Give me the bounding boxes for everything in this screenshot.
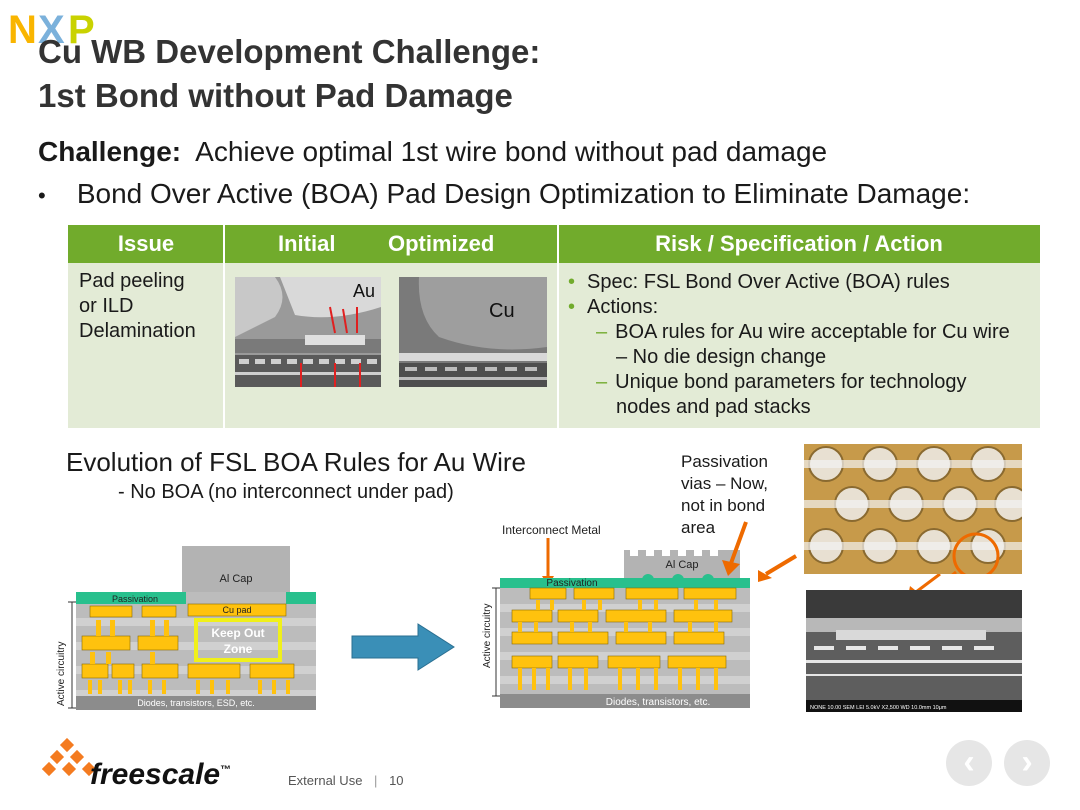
images-cell: Au Cu [224,263,558,428]
main-bullet: • Bond Over Active (BOA) Pad Design Opti… [38,177,970,213]
page-number: 10 [389,773,404,788]
slide-title-line2: 1st Bond without Pad Damage [38,77,513,114]
table-divider [223,225,225,428]
risk-dash-2: –Unique bond parameters for technology [596,371,967,393]
evolution-subtitle: - No BOA (no interconnect under pad) [118,481,454,503]
challenge-label: Challenge: [38,136,182,167]
issue-cell: Pad peeling or ILD Delamination [68,263,224,428]
issue-line1: Pad peeling [79,270,185,292]
risk-bullet-spec: •Spec: FSL Bond Over Active (BOA) rules [568,271,950,293]
interconnect-label: Interconnect Metal [502,523,601,537]
au-label: Au [353,281,375,301]
cu-pad-label: Cu pad [222,605,251,615]
sem-footer-label: NONE 10.00 SEM LEI 5.0kV X2,500 WD 10.0m… [810,705,947,711]
risk-dash-2-cont: nodes and pad stacks [616,396,811,418]
no-boa-cross-section-diagram: Al Cap Passivation Cu pad Keep Out Zone … [56,546,316,710]
right-al-cap-label: Al Cap [665,559,698,571]
header-risk: Risk / Specification / Action [558,225,1040,263]
prev-slide-button[interactable]: ‹ [946,740,992,786]
passivation-label: Passivation [112,594,158,604]
logo-letter-n: N [8,8,37,52]
challenge-table: Issue Initial Optimized Risk / Specifica… [68,225,1040,428]
table-divider [557,225,559,428]
slide-title-line1: Cu WB Development Challenge: [38,33,541,70]
header-initial: Initial [278,231,336,256]
challenge-line: Challenge: Achieve optimal 1st wire bond… [38,135,827,169]
logo-letter-x: X [38,8,65,52]
bullet-text: Bond Over Active (BOA) Pad Design Optimi… [76,178,971,209]
header-issue: Issue [68,225,224,263]
right-active-label: Active circuitry [482,604,493,668]
bullet-marker: • [38,183,46,208]
freescale-wordmark: freescale™ [90,758,232,791]
risk-bullet-actions: •Actions: [568,296,659,318]
left-active-label: Active circuitry [56,642,67,706]
cu-label: Cu [489,300,515,322]
boa-cross-section-diagram: Interconnect Metal Al Cap Passivation Di… [482,523,750,708]
freescale-logo-icon [42,738,97,777]
sem-cross-section-image: NONE 10.00 SEM LEI 5.0kV X2,500 WD 10.0m… [806,590,1022,712]
right-passivation-label: Passivation [546,578,597,589]
risk-dash-1-cont: – No die design change [616,346,827,368]
nxp-logo: N X P [8,8,108,52]
logo-letter-p: P [68,8,95,52]
al-cap-label: Al Cap [219,573,252,585]
right-bottom-label: Diodes, transistors, etc. [606,697,710,708]
passivation-note: Passivation vias – Now, not in bond area [681,452,768,537]
left-bottom-label: Diodes, transistors, ESD, etc. [137,698,255,708]
footer-classification: External Use | 10 [288,773,404,788]
risk-dash-1: –BOA rules for Au wire acceptable for Cu… [596,321,1010,343]
header-initial-optimized: Initial Optimized [224,225,558,263]
issue-line3: Delamination [79,320,196,342]
evolution-title: Evolution of FSL BOA Rules for Au Wire [66,447,527,477]
evolution-arrow-icon [351,623,455,671]
pad-array-photo [804,444,1022,574]
header-optimized: Optimized [388,231,495,256]
cu-bond-sem-image: Cu [399,277,547,387]
challenge-text: Achieve optimal 1st wire bond without pa… [195,136,828,167]
zone-label: Zone [224,642,253,656]
issue-line2: or ILD [79,295,134,317]
risk-cell: •Spec: FSL Bond Over Active (BOA) rules … [558,263,1040,428]
keep-out-label: Keep Out [211,626,264,640]
passivation-via-arrows [722,521,798,582]
next-slide-button[interactable]: › [1004,740,1050,786]
au-bond-sem-image: Au [235,277,381,387]
